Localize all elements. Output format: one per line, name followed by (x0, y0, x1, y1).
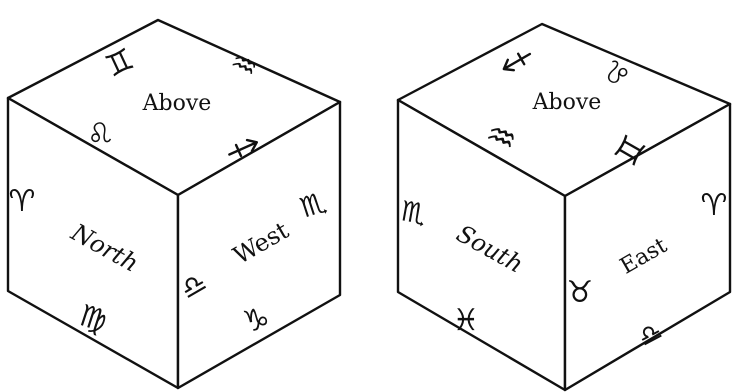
cube-2-sagittarius-icon (502, 52, 532, 72)
cube-2-top-label: Above (532, 90, 602, 115)
cube-1-aries-icon: ♈ (9, 184, 36, 219)
cube-2-aries-icon: ♈ (701, 188, 728, 223)
cube-2-scorpio-icon: ♏ (398, 194, 428, 231)
cube-1-capricorn-icon: ♑ (240, 301, 273, 340)
cube-2-taurus-icon: ♉ (567, 275, 594, 310)
cube-1-right-face (176, 100, 342, 390)
cube-1-sagittarius-icon (228, 138, 258, 158)
cube-1: Above North West ♊ ♒ ♌ ♈ ♍ ♏ ♎ ♑ (6, 18, 342, 390)
cube-1-top-label: Above (142, 91, 212, 116)
cube-2: Above South East ♌ ♒ ♊ ♏ ♓ ♈ ♉ ♎ (396, 22, 732, 392)
cube-2-right-face (563, 102, 732, 392)
cube-2-pisces-icon: ♓ (453, 303, 480, 338)
